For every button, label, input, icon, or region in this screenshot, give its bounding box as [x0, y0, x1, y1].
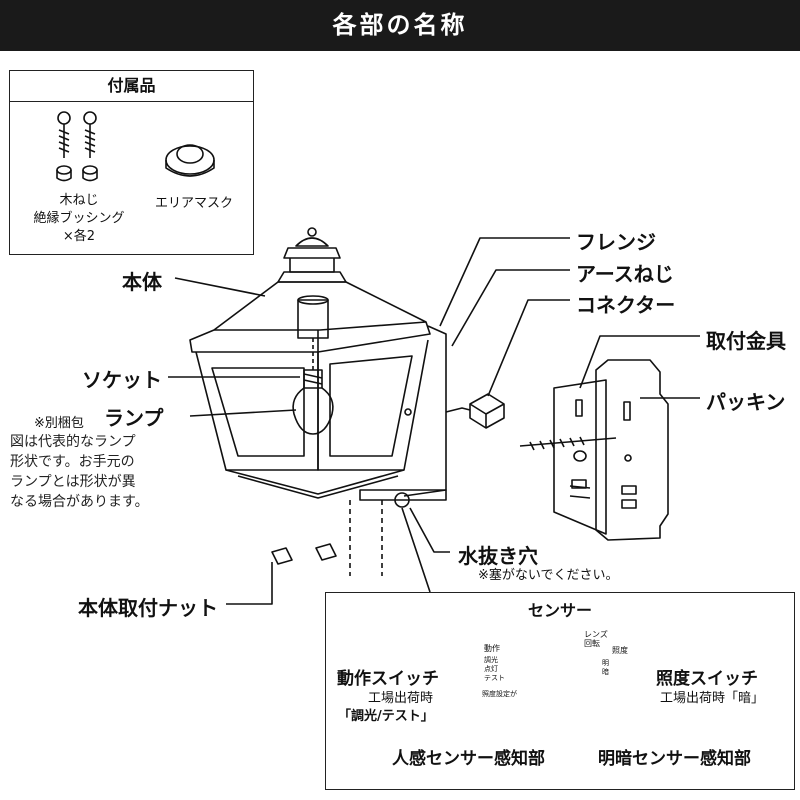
panel-op-mode-2: 点灯	[484, 665, 498, 673]
lamp-note-line-4: なる場合があります。	[10, 494, 149, 510]
socket-icon	[297, 295, 329, 370]
mounting-bracket-icon	[553, 379, 607, 535]
mounting-nut-icon	[271, 543, 337, 565]
earth-screw-label: アースねじ	[576, 262, 674, 286]
flange-label: フレンジ	[576, 230, 656, 254]
bracket-label: 取付金具	[706, 329, 786, 353]
screw-label: 木ねじ 絶縁ブッシング ×各2	[24, 192, 134, 246]
panel-setting-label: 照度設定が	[482, 690, 517, 698]
panel-op-label: 動作	[484, 644, 500, 653]
lamp-label: ランプ	[104, 406, 164, 430]
ambient-sensor-label: 明暗センサー感知部	[598, 749, 751, 769]
panel-lens-rotate: レンズ 回転	[584, 630, 608, 648]
screw-label-line-2: 絶縁ブッシング	[33, 211, 125, 226]
panel-op-modes: 調光 点灯 テスト	[484, 656, 505, 683]
connector-icon	[445, 393, 505, 429]
drain-hole-note: ※塞がないでください。	[478, 568, 619, 583]
screw-label-line-1: 木ねじ	[59, 193, 99, 208]
panel-lens-label: レンズ	[584, 630, 608, 639]
lamp-prefix-label: ※別梱包	[34, 416, 84, 431]
mounting-nut-label: 本体取付ナット	[78, 596, 218, 620]
threaded-rod-icon	[519, 436, 617, 451]
insulating-bushing-icon	[56, 165, 98, 182]
screw-label-line-3: ×各2	[62, 229, 96, 244]
page-title: 各部の名称	[0, 0, 800, 51]
lamp-note-line-3: ランプとは形状が異	[10, 474, 136, 490]
area-mask-label: エリアマスク	[154, 196, 233, 211]
lamp-note-line-1: 図は代表的なランプ	[10, 434, 136, 450]
panel-op-mode-1: 調光	[484, 656, 498, 664]
panel-op-mode-3: テスト	[484, 674, 505, 682]
panel-lux-mode-2: 暗	[602, 668, 609, 676]
lamp-body-icon	[189, 227, 447, 508]
op-default-line-2: 「調光/テスト」	[338, 709, 434, 724]
panel-lux-label: 照度	[612, 646, 628, 655]
connector-label: コネクター	[576, 293, 676, 317]
lamp-note-line-2: 形状です。お手元の	[10, 454, 135, 470]
packing-icon	[595, 359, 669, 541]
panel-lux-modes: 明 暗	[602, 659, 609, 677]
sensor-box: センサー	[325, 592, 795, 790]
lamp-bulb-icon	[292, 369, 334, 435]
drain-hole-label: 水抜き穴	[458, 544, 538, 568]
op-switch-label: 動作スイッチ	[337, 669, 439, 689]
accessories-title: 付属品	[10, 71, 253, 102]
area-mask-icon	[165, 144, 215, 177]
pir-sensor-label: 人感センサー感知部	[392, 749, 545, 769]
panel-lux-mode-1: 明	[602, 659, 609, 667]
op-default-line-1: 工場出荷時	[368, 691, 434, 706]
packing-label: パッキン	[706, 390, 786, 414]
socket-label: ソケット	[82, 368, 162, 392]
lux-switch-label: 照度スイッチ	[656, 669, 758, 689]
lux-default-label: 工場出荷時「暗」	[660, 691, 765, 706]
wood-screw-icon	[57, 111, 97, 158]
lamp-note: 図は代表的なランプ 形状です。お手元の ランプとは形状が異 なる場合があります。	[10, 432, 149, 512]
panel-rotate-label: 回転	[584, 639, 600, 648]
body-label: 本体	[122, 270, 162, 294]
sensor-title: センサー	[527, 601, 592, 620]
